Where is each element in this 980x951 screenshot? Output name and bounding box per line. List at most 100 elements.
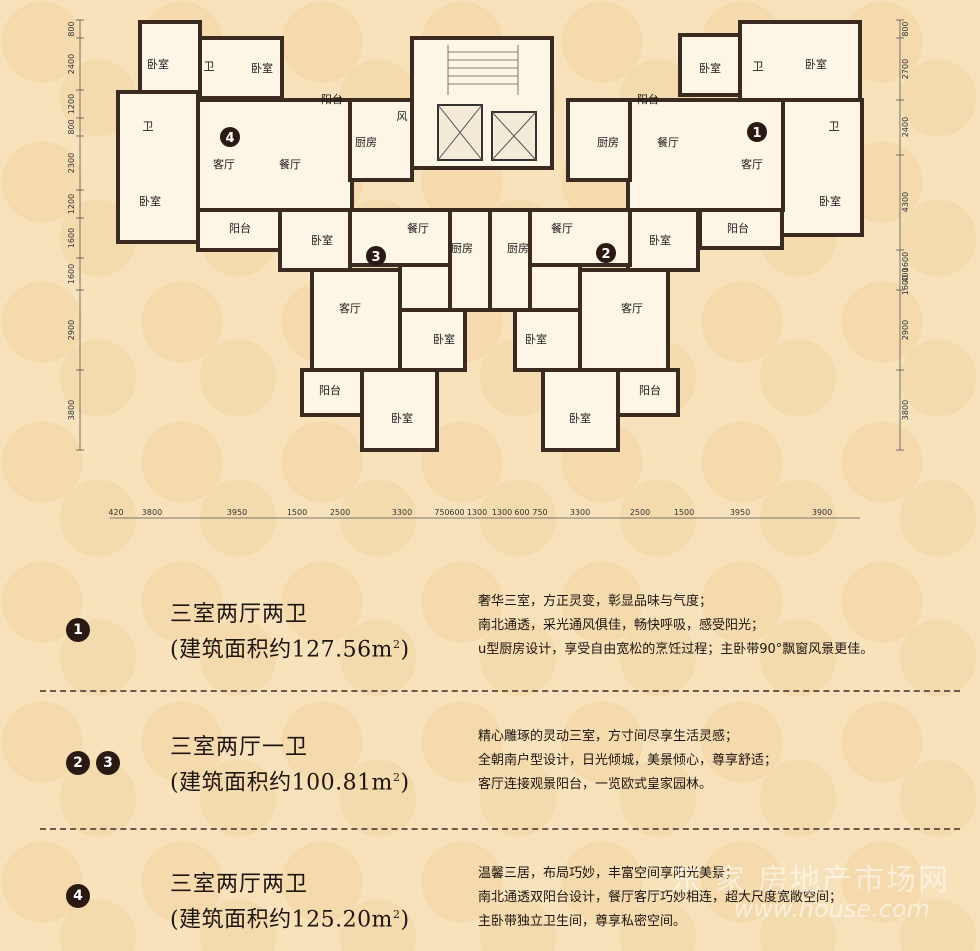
- unit-1-description: 奢华三室，方正灵变，彰显品味与气度； 南北通透，采光通风俱佳，畅快呼吸，感受阳光…: [478, 590, 873, 662]
- room-label-bedroom: 卧室: [819, 194, 841, 208]
- svg-text:1: 1: [752, 126, 761, 141]
- room-label-dining: 餐厅: [551, 221, 573, 235]
- room-label-bedroom: 卧室: [251, 61, 273, 75]
- left-dimension-line: [76, 19, 84, 451]
- room-label-balcony: 阳台: [319, 383, 341, 397]
- unit-3-plan: [278, 208, 492, 452]
- unit-2-plan: [488, 208, 700, 452]
- room-labels: 卧室卫卧室阳台卫客厅餐厅厨房风卧室阳台卧室卫卧室阳台厨房餐厅客厅卫卧室阳台餐厅厨…: [139, 57, 841, 425]
- unit-area: (建筑面积约125.20m2): [170, 907, 410, 933]
- desc-line: 温馨三居，布局巧妙，丰富空间享阳光美景；: [478, 866, 739, 881]
- dim-label: 3800: [67, 400, 76, 420]
- unit-1-plan: [566, 20, 864, 250]
- dim-label: 1600: [67, 228, 76, 248]
- dim-label: 800: [67, 21, 76, 36]
- room-label-balcony: 阳台: [321, 92, 343, 106]
- desc-line: 全朝南户型设计，日光倾城，美景倾心，尊享舒适；: [478, 753, 778, 768]
- desc-line: u型厨房设计，享受自由宽松的烹饪过程；主卧带90°飘窗风景更佳。: [478, 642, 874, 657]
- dim-label: 600: [514, 508, 529, 517]
- room-label-dining: 餐厅: [407, 221, 429, 235]
- right-dimension-line: [896, 19, 904, 451]
- dim-label: 1600: [67, 264, 76, 284]
- room-label-balcony: 阳台: [727, 221, 749, 235]
- unit-badge: 3: [96, 751, 120, 775]
- dim-label: 3900: [812, 508, 832, 517]
- unit-1-badges: 1: [66, 618, 90, 642]
- dim-label: 750: [434, 508, 449, 517]
- dim-label: 800: [67, 119, 76, 134]
- watermark: 东 家 房地产市场网: [670, 863, 950, 898]
- room-label-balcony: 阳台: [229, 221, 251, 235]
- dim-label: 1300: [492, 508, 512, 517]
- dim-label: 1500: [674, 508, 694, 517]
- room-label-kitchen: 厨房: [597, 136, 619, 149]
- watermark-url: www.house.com: [733, 895, 930, 923]
- room-label-bedroom: 卧室: [147, 57, 169, 71]
- room-label-bedroom: 卧室: [311, 233, 333, 247]
- unit-4-description: 温馨三居，布局巧妙，丰富空间享阳光美景； 南北通透双阳台设计，餐厅客厅巧妙相连，…: [478, 862, 842, 934]
- unit-1-title: 三室两厅两卫 (建筑面积约127.56m2): [170, 600, 410, 665]
- room-label-kitchen: 厨房: [355, 136, 377, 149]
- separator: [40, 828, 960, 830]
- svg-text:3: 3: [371, 250, 380, 265]
- dim-label: 3800: [901, 400, 910, 420]
- core-stair: [410, 36, 554, 170]
- dim-label: 4300: [901, 192, 910, 212]
- room-label-bedroom: 卧室: [805, 57, 827, 71]
- room-label-wind: 风: [397, 110, 408, 123]
- dim-label: 800: [901, 21, 910, 36]
- unit-type-name: 三室两厅一卫: [170, 735, 309, 760]
- unit-badge: 4: [66, 884, 90, 908]
- room-label-balcony: 阳台: [639, 383, 661, 397]
- dim-label: 400: [901, 267, 910, 282]
- room-label-bath: 卫: [829, 120, 840, 133]
- dim-label: 1200: [67, 94, 76, 114]
- dim-label: 1600: [901, 252, 910, 272]
- svg-text:2: 2: [601, 247, 610, 262]
- desc-line: 奢华三室，方正灵变，彰显品味与气度；: [478, 594, 713, 609]
- dim-label: 3800: [142, 508, 162, 517]
- room-label-kitchen: 厨房: [451, 242, 473, 255]
- dim-label: 2400: [901, 117, 910, 137]
- dim-label: 1300: [467, 508, 487, 517]
- dim-label: 3950: [227, 508, 247, 517]
- room-label-dining: 餐厅: [657, 135, 679, 149]
- unit-area: (建筑面积约100.81m2): [170, 770, 410, 796]
- dim-label: 2900: [67, 320, 76, 340]
- dim-label: 2700: [901, 59, 910, 79]
- room-label-bedroom: 卧室: [433, 332, 455, 346]
- dim-label: 2900: [901, 320, 910, 340]
- desc-line: 精心雕琢的灵动三室，方寸间尽享生活灵感；: [478, 729, 739, 744]
- desc-line: 南北通透，采光通风俱佳，畅快呼吸，感受阳光；: [478, 618, 765, 633]
- room-label-living: 客厅: [213, 157, 235, 171]
- room-label-balcony: 阳台: [637, 92, 659, 106]
- unit-4-badges: 4: [66, 884, 90, 908]
- room-label-bedroom: 卧室: [391, 411, 413, 425]
- unit-badge: 1: [66, 618, 90, 642]
- unit-badge: 2: [66, 751, 90, 775]
- room-label-bedroom: 卧室: [649, 233, 671, 247]
- unit-area: (建筑面积约127.56m2): [170, 637, 410, 663]
- room-label-living: 客厅: [621, 301, 643, 315]
- unit-4-plan: [116, 20, 414, 252]
- unit-type-name: 三室两厅两卫: [170, 602, 309, 627]
- desc-line: 主卧带独立卫生间，尊享私密空间。: [478, 914, 687, 929]
- room-label-bath: 卫: [143, 120, 154, 133]
- dim-label: 3300: [392, 508, 412, 517]
- dim-label: 2300: [67, 153, 76, 173]
- separator: [40, 690, 960, 692]
- unit-4-title: 三室两厅两卫 (建筑面积约125.20m2): [170, 870, 410, 935]
- room-label-living: 客厅: [741, 157, 763, 171]
- dim-label: 600: [449, 508, 464, 517]
- room-label-living: 客厅: [339, 301, 361, 315]
- dim-label: 1600: [901, 275, 910, 295]
- dim-label: 1500: [287, 508, 307, 517]
- unit-23-badges: 2 3: [66, 751, 120, 775]
- room-label-bedroom: 卧室: [569, 411, 591, 425]
- unit-type-name: 三室两厅两卫: [170, 872, 309, 897]
- room-label-bedroom: 卧室: [699, 61, 721, 75]
- unit-marker-2: 2: [596, 243, 616, 263]
- dim-label: 2400: [67, 54, 76, 74]
